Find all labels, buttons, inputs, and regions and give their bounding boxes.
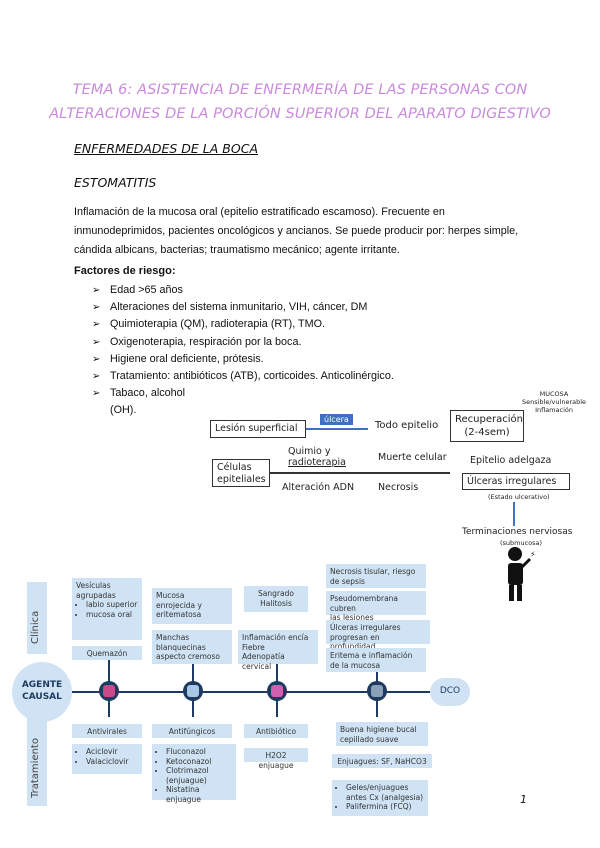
col3-antibiotico-box: Antibiótico <box>244 724 308 738</box>
celulas-box: Células epiteliales <box>212 459 270 487</box>
title-line-2: ALTERACIONES DE LA PORCIÓN SUPERIOR DEL … <box>49 106 551 122</box>
arrow-bullet-icon: ➢ <box>92 319 101 331</box>
subsection-heading: ESTOMATITIS <box>74 175 157 190</box>
agente-causal-circle: AGENTE CAUSAL <box>12 662 72 722</box>
arrow-bullet-icon: ➢ <box>92 285 101 296</box>
necrosis-label: Necrosis <box>378 482 419 493</box>
list-item: ➢Edad >65 años <box>92 282 422 299</box>
col3-inflamacion-box: Inflamación encía Fiebre Adenopatía cerv… <box>238 630 318 671</box>
page-number: 1 <box>520 793 527 806</box>
svg-text:⚡: ⚡ <box>530 550 536 559</box>
arrow-bullet-icon: ➢ <box>92 302 101 314</box>
bacteria-icon <box>267 681 287 701</box>
list-item: ➢Tratamiento: antibióticos (ATB), cortic… <box>92 368 422 385</box>
arrow-line <box>270 472 450 474</box>
terminaciones-label: Terminaciones nerviosas <box>462 527 573 537</box>
col1-clinica-box: Vesículas agrupadas labio superior mucos… <box>72 578 142 640</box>
list-item: ➢Alteraciones del sistema inmunitario, V… <box>92 299 422 316</box>
arrow-bullet-icon: ➢ <box>92 336 101 348</box>
quimio-label: Quimio y radioterapia <box>288 446 346 468</box>
alteracion-label: Alteración ADN <box>282 482 355 493</box>
list-item: ➢Higiene oral deficiente, prótesis. <box>92 351 422 368</box>
arrow-bullet-icon: ➢ <box>92 353 101 365</box>
arrow-line <box>306 428 368 430</box>
epitelio-adelgaza-label: Epitelio adelgaza <box>470 455 552 466</box>
muerte-label: Muerte celular <box>378 452 447 463</box>
col1-drugs-box: Aciclovir Valaciclovir <box>72 744 142 774</box>
list-item: ➢Oxigenoterapia, respiración por la boca… <box>92 334 422 351</box>
col1-antivirales-box: Antivirales <box>72 724 142 738</box>
recuperacion-box: Recuperación (2-4sem) <box>450 410 524 442</box>
arrow-bullet-icon: ➢ <box>92 388 101 400</box>
list-item: ➢Tabaco, alcohol (OH). <box>92 387 186 417</box>
definition-paragraph: Inflamación de la mucosa oral (epitelio … <box>74 206 519 256</box>
virus-icon <box>99 681 119 701</box>
col3-h2o2-box: H2O2 enjuague <box>244 748 308 770</box>
list-item: ➢Quimioterapia (QM), radioterapia (RT), … <box>92 316 422 333</box>
section-heading: ENFERMEDADES DE LA BOCA <box>74 141 258 156</box>
risk-factors-list: ➢Edad >65 años ➢Alteraciones del sistema… <box>92 282 422 420</box>
clinica-side-label: Clínica <box>27 582 47 654</box>
ulceras-box: Úlceras irregulares <box>462 473 570 490</box>
arrow-bullet-icon: ➢ <box>92 371 101 383</box>
dco-circle: DCO <box>430 678 470 706</box>
fungus-icon <box>183 681 203 701</box>
col2-drugs-box: Fluconazol Ketoconazol Clotrimazol (enju… <box>152 744 236 804</box>
title-line-1: TEMA 6: ASISTENCIA DE ENFERMERÍA DE LAS … <box>72 82 528 98</box>
arrow-line <box>513 502 515 526</box>
estado-ulcerativo-label: (Estado ulcerativo) <box>488 493 550 501</box>
main-axis-line <box>72 691 432 693</box>
col3-sangrado-box: Sangrado Halitosis <box>244 586 308 612</box>
col4-ulceras-box: Úlceras irregulares progresan en profund… <box>326 620 430 651</box>
lesion-box: Lesión superficial <box>210 420 306 438</box>
page-title: TEMA 6: ASISTENCIA DE ENFERMERÍA DE LAS … <box>40 78 560 126</box>
risk-factors-heading: Factores de riesgo: <box>74 265 176 277</box>
todo-epitelio-label: Todo epitelio <box>375 420 439 431</box>
col4-enjuagues-box: Enjuagues: SF, NaHCO3 <box>332 754 432 768</box>
col4-eritema-box: Eritema e inflamación de la mucosa <box>326 648 426 672</box>
col1-quemazon-box: Quemazón <box>72 646 142 660</box>
ulcera-tag: úlcera <box>320 414 353 425</box>
mucosa-note: MUCOSA Sensible/vulnerable Inflamación <box>522 390 587 414</box>
col4-higiene-box: Buena higiene bucal cepillado suave <box>336 722 428 746</box>
col4-pseudomembrana-box: Pseudomembrana cubren las lesiones <box>326 591 426 622</box>
tratamiento-side-label: Tratamiento <box>27 714 47 806</box>
col2-antifungicos-box: Antifúngicos <box>152 724 232 738</box>
treatment-icon <box>367 681 387 701</box>
col2-mucosa-box: Mucosa enrojecida y eritematosa <box>152 588 232 624</box>
submucosa-label: (submucosa) <box>500 539 543 547</box>
col2-manchas-box: Manchas blanquecinas aspecto cremoso <box>152 630 232 664</box>
col4-necrosis-box: Necrosis tisular, riesgo de sepsis <box>326 564 426 588</box>
col4-geles-box: Geles/enjuagues antes Cx (analgesia) Pal… <box>332 780 428 816</box>
person-icon: ⚡ <box>508 547 536 601</box>
